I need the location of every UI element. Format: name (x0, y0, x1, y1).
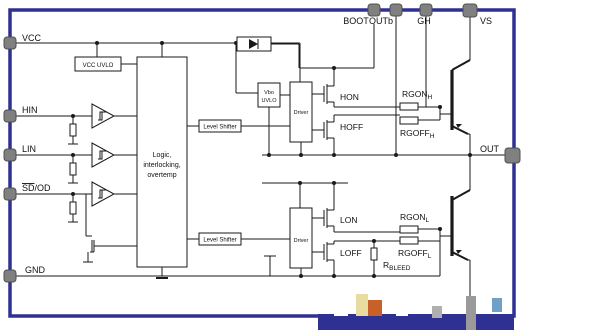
out-label: OUT (480, 144, 500, 154)
rgon-l-subscript: L (426, 217, 430, 224)
rgoff-l-label: RGOFFL (398, 248, 432, 260)
logic-block (136, 56, 188, 268)
logic-label-line3: overtemp (147, 172, 176, 179)
boot-label: BOOT (343, 16, 369, 26)
level-shifter-low-label: Level Shifter (203, 238, 236, 244)
rgon-h-text: RGON (402, 89, 428, 99)
logic-label-line1: Logic, (153, 152, 172, 159)
lin-schmitt-buffer (91, 142, 116, 168)
hon-label: HON (340, 92, 359, 102)
od-label: /OD (35, 183, 52, 193)
rgon-l-resistor (399, 225, 419, 234)
outb-label: OUTb (369, 16, 393, 26)
vbo-uvlo-label-line1: Vbo (264, 90, 274, 96)
rgoff-l-subscript: L (428, 253, 432, 260)
rbleed-label: RBLEED (383, 260, 411, 272)
vbo-uvlo-label-line2: UVLO (262, 98, 278, 104)
gnd-pin (3, 269, 17, 283)
outb-pin (389, 3, 403, 17)
loff-label: LOFF (340, 248, 362, 258)
lon-label: LON (340, 215, 357, 225)
package-outline (8, 8, 516, 318)
level-shifter-high-label: Level Shifter (203, 125, 236, 131)
driver-low-label: Driver (294, 238, 309, 244)
sd-od-label: SD/OD (22, 183, 51, 193)
hin-schmitt-buffer (91, 103, 116, 129)
rgoff-h-subscript: H (430, 133, 435, 140)
gnd-label: GND (25, 265, 46, 275)
rgoff-h-label: RGOFFH (400, 128, 435, 140)
bottom-strip (318, 294, 514, 330)
lin-pin (3, 148, 17, 162)
vs-label: VS (480, 16, 492, 26)
rgon-l-text: RGON (400, 212, 426, 222)
rgoff-l-text: RGOFF (398, 248, 428, 258)
rgoff-h-text: RGOFF (400, 128, 430, 138)
bootstrap-diode (249, 39, 258, 49)
hin-pin (3, 109, 17, 123)
rbleed-text: R (383, 260, 389, 270)
rgon-l-label: RGONL (400, 212, 430, 224)
hin-label: HIN (22, 105, 38, 115)
rgon-h-subscript: H (428, 94, 433, 101)
boot-pin (367, 3, 381, 17)
vcc-label: VCC (22, 33, 42, 43)
sd-od-pin (3, 187, 17, 201)
sd-label-overlined: SD (22, 183, 35, 193)
rgoff-h-resistor (399, 116, 419, 125)
lin-label: LIN (22, 144, 36, 154)
driver-high-label: Driver (294, 110, 309, 116)
logic-label-line2: interlocking, (143, 162, 180, 169)
vcc-pin (3, 36, 17, 50)
rbleed-resistor (370, 247, 378, 261)
out-pin (504, 147, 521, 164)
rgon-h-resistor (399, 102, 419, 111)
vcc-uvlo-label: VCC UVLO (83, 63, 114, 69)
hoff-label: HOFF (340, 122, 363, 132)
gh-pin (419, 3, 433, 17)
rgoff-l-resistor (399, 236, 419, 245)
rbleed-subscript: BLEED (389, 265, 411, 272)
gh-label: GH (417, 16, 431, 26)
sd-schmitt-buffer (91, 181, 116, 207)
vs-pin (462, 3, 478, 18)
rgon-h-label: RGONH (402, 89, 433, 101)
